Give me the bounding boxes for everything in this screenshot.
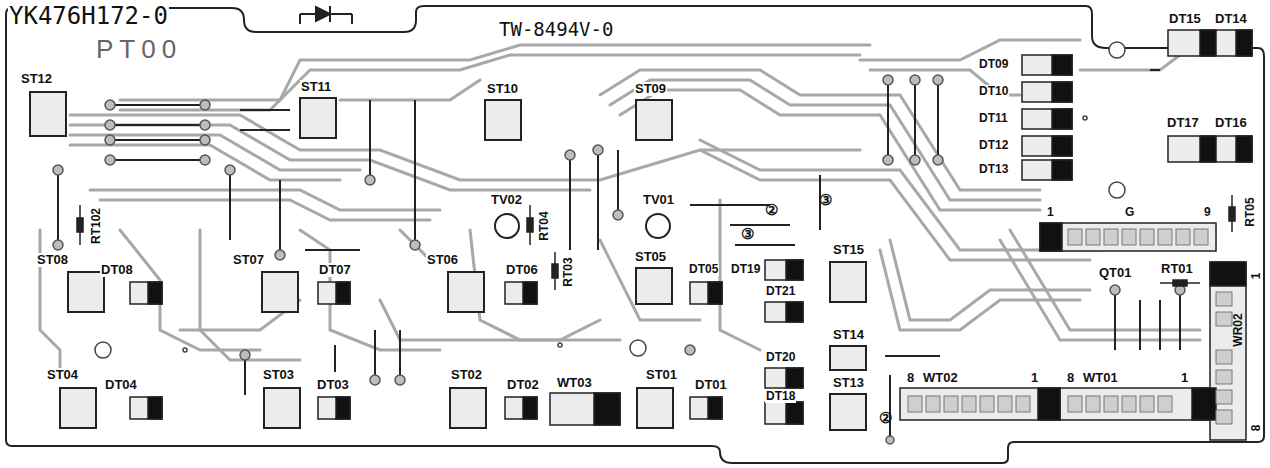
part-label: ST01	[645, 368, 678, 382]
pin-number: 8	[1250, 424, 1263, 433]
part-label: DT09	[978, 58, 1009, 71]
part-label: DT17	[1166, 116, 1200, 130]
pin-number: 1	[1030, 371, 1039, 385]
part-label: RT01	[1160, 262, 1194, 276]
part-label: ST02	[450, 368, 483, 382]
part-label: DT19	[730, 263, 761, 276]
part-label: DT12	[978, 139, 1009, 152]
part-label: ST10	[486, 82, 519, 96]
part-label: ST14	[832, 328, 865, 342]
board-code: PT00	[95, 36, 183, 63]
part-label: ST06	[426, 253, 459, 267]
pin-number: 1	[1250, 272, 1263, 281]
part-label: DT13	[978, 163, 1009, 176]
pin-number: 8	[1066, 371, 1075, 385]
part-label: WT03	[556, 376, 593, 390]
part-label: RT04	[538, 210, 551, 241]
part-label: WR02	[1232, 312, 1245, 347]
part-label: ST09	[634, 82, 667, 96]
part-label: DT01	[694, 378, 728, 392]
part-label: RT03	[562, 256, 575, 287]
part-label: TV02	[490, 193, 523, 207]
part-label: ST15	[832, 243, 865, 257]
part-label: DT03	[316, 378, 350, 392]
board-code: YK476H172-0	[8, 4, 169, 29]
part-label: DT15	[1168, 12, 1202, 26]
part-label: DT10	[978, 85, 1009, 98]
part-label: DT18	[765, 390, 796, 403]
part-label: ST04	[46, 368, 79, 382]
part-label: RT102	[90, 207, 103, 245]
part-label: ST12	[20, 72, 53, 86]
part-label: DT20	[765, 351, 796, 364]
part-label: DT05	[688, 263, 719, 276]
part-label: ST03	[262, 368, 295, 382]
callout-number: ②	[878, 410, 893, 426]
part-label: QT01	[1098, 266, 1133, 280]
callout-number: ②	[764, 202, 779, 218]
callout-number: ③	[818, 192, 833, 208]
part-label: DT11	[978, 112, 1009, 125]
part-label: DT21	[765, 285, 796, 298]
part-label: ST13	[832, 376, 865, 390]
part-label: ST11	[300, 80, 332, 94]
part-label: DT08	[100, 263, 134, 277]
part-label: DT06	[505, 263, 539, 277]
part-label: RT05	[1244, 196, 1257, 227]
part-label: ST05	[634, 250, 667, 264]
pin-number: G	[1124, 206, 1135, 219]
part-label: DT16	[1214, 116, 1248, 130]
part-label: DT04	[104, 378, 138, 392]
part-label: WT02	[922, 371, 959, 385]
pin-number: 8	[906, 371, 915, 385]
pin-number: 9	[1203, 206, 1212, 219]
pin-number: 1	[1180, 371, 1189, 385]
part-label: DT02	[506, 378, 540, 392]
part-label: WT01	[1082, 371, 1119, 385]
callout-number: ③	[740, 226, 755, 242]
board-code: TW-8494V-0	[498, 20, 614, 40]
part-label: DT14	[1214, 12, 1248, 26]
part-label: ST07	[232, 253, 265, 267]
part-label: TV01	[642, 193, 675, 207]
part-label: ST08	[36, 253, 69, 267]
part-label: DT07	[318, 263, 352, 277]
pin-number: 1	[1046, 206, 1055, 219]
